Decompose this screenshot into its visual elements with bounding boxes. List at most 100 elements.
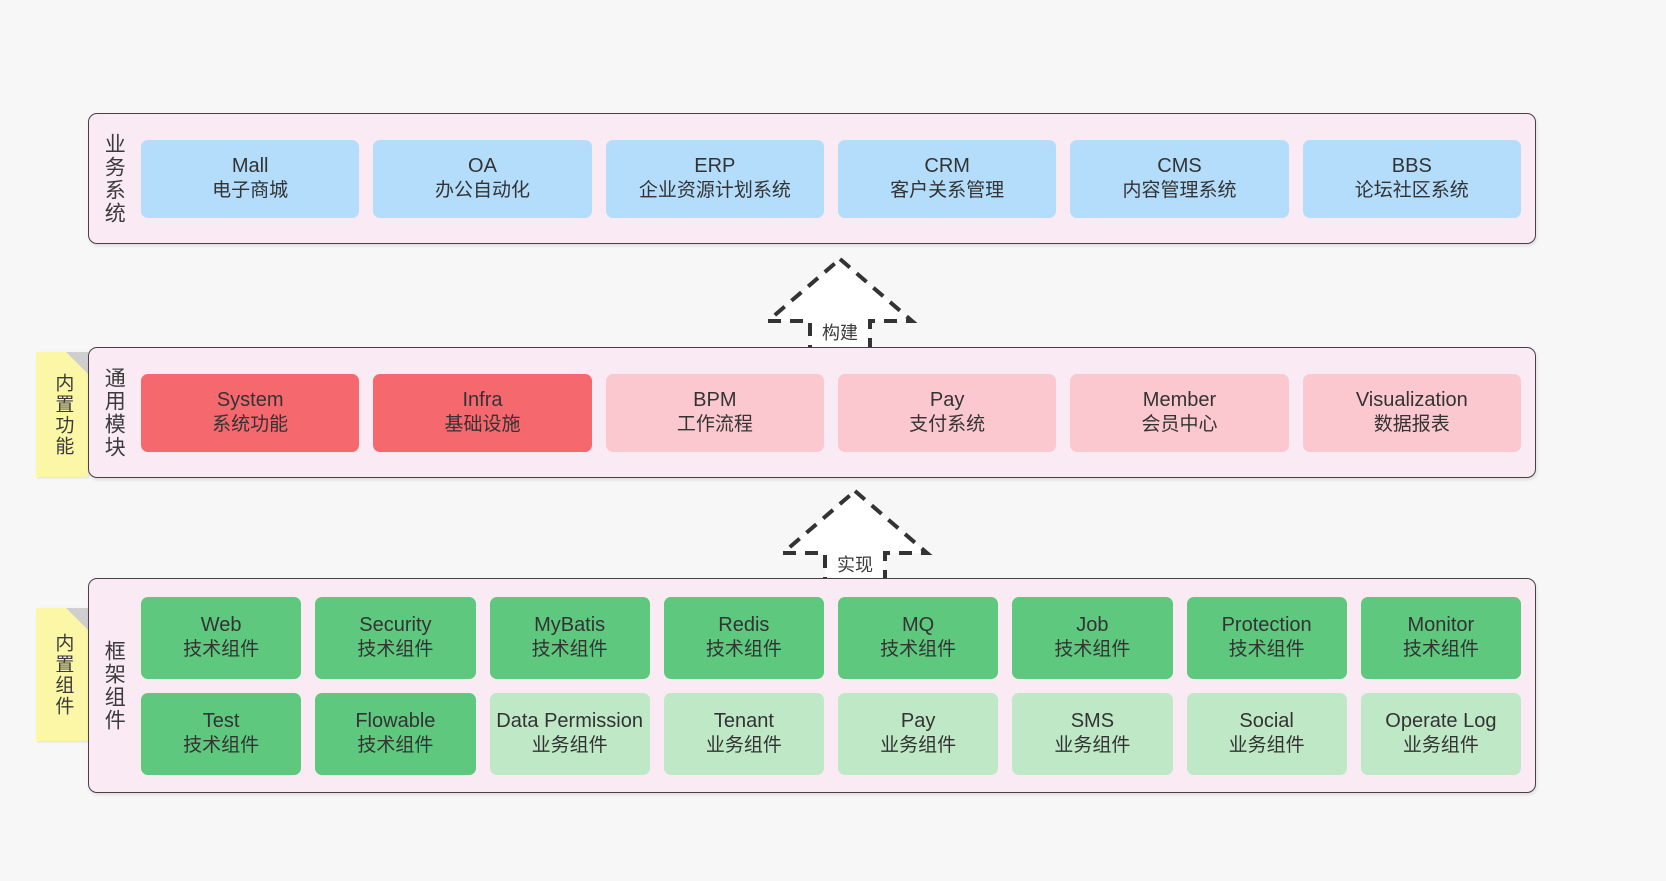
- node-title-en: CRM: [924, 154, 970, 177]
- node-title-cn: 业务组件: [1402, 735, 1479, 757]
- node-title-en: Redis: [718, 613, 770, 636]
- node-redis[interactable]: Redis 技术组件: [663, 596, 824, 679]
- node-row: Test 技术组件 Flowable 技术组件 Data Permission …: [141, 692, 1521, 775]
- node-title-cn: 技术组件: [357, 735, 434, 757]
- node-protection[interactable]: Protection 技术组件: [1186, 596, 1347, 679]
- node-title-en: Pay: [900, 709, 936, 732]
- node-visualization[interactable]: Visualization 数据报表: [1302, 373, 1521, 452]
- node-social[interactable]: Social 业务组件: [1186, 692, 1347, 775]
- node-title-en: Infra: [462, 388, 503, 411]
- node-title-en: Social: [1239, 709, 1294, 732]
- node-title-cn: 数据报表: [1373, 414, 1450, 436]
- node-infra[interactable]: Infra 基础设施: [373, 373, 592, 452]
- arrow-build-icon: [762, 256, 918, 353]
- node-title-en: Pay: [929, 388, 965, 411]
- node-title-cn: 支付系统: [909, 414, 986, 436]
- node-title-en: Mall: [231, 154, 269, 177]
- node-title-cn: 技术组件: [183, 639, 260, 661]
- node-title-en: Data Permission: [496, 709, 643, 732]
- node-title-cn: 技术组件: [1228, 639, 1305, 661]
- sticky-note-builtin-features: 内置功能: [36, 352, 88, 477]
- node-title-en: Monitor: [1407, 613, 1475, 636]
- node-sms[interactable]: SMS 业务组件: [1012, 692, 1173, 775]
- node-title-en: Job: [1076, 613, 1109, 636]
- node-title-cn: 技术组件: [531, 639, 608, 661]
- node-title-cn: 电子商城: [212, 180, 289, 202]
- node-job[interactable]: Job 技术组件: [1012, 596, 1173, 679]
- node-title-cn: 技术组件: [357, 639, 434, 661]
- node-title-en: Protection: [1221, 613, 1312, 636]
- node-erp[interactable]: ERP 企业资源计划系统: [605, 139, 824, 218]
- layer-body-common: System 系统功能 Infra 基础设施 BPM 工作流程 Pay 支付系统…: [137, 348, 1535, 477]
- node-title-cn: 内容管理系统: [1122, 180, 1237, 202]
- node-cms[interactable]: CMS 内容管理系统: [1070, 139, 1289, 218]
- node-row: Mall 电子商城 OA 办公自动化 ERP 企业资源计划系统 CRM 客户关系…: [141, 139, 1521, 218]
- node-title-cn: 业务组件: [705, 735, 782, 757]
- node-member[interactable]: Member 会员中心: [1070, 373, 1289, 452]
- node-title-cn: 工作流程: [676, 414, 753, 436]
- node-security[interactable]: Security 技术组件: [315, 596, 476, 679]
- page-fold-icon: [66, 352, 88, 374]
- node-title-en: Visualization: [1355, 388, 1468, 411]
- node-row: System 系统功能 Infra 基础设施 BPM 工作流程 Pay 支付系统…: [141, 373, 1521, 452]
- node-title-cn: 业务组件: [531, 735, 608, 757]
- node-title-en: Flowable: [355, 709, 436, 732]
- node-oa[interactable]: OA 办公自动化: [373, 139, 592, 218]
- node-row: Web 技术组件 Security 技术组件 MyBatis 技术组件 Redi…: [141, 596, 1521, 679]
- node-title-en: Security: [359, 613, 432, 636]
- node-mall[interactable]: Mall 电子商城: [141, 139, 360, 218]
- node-title-cn: 业务组件: [1054, 735, 1131, 757]
- node-title-cn: 技术组件: [1402, 639, 1479, 661]
- node-flowable[interactable]: Flowable 技术组件: [315, 692, 476, 775]
- node-title-cn: 客户关系管理: [890, 180, 1005, 202]
- node-crm[interactable]: CRM 客户关系管理: [837, 139, 1057, 218]
- node-title-en: MyBatis: [534, 613, 606, 636]
- node-title-cn: 技术组件: [183, 735, 260, 757]
- layer-label-business: 业务系统: [102, 132, 126, 225]
- node-title-en: BPM: [693, 388, 737, 411]
- page-fold-icon: [66, 608, 88, 630]
- node-title-en: Member: [1142, 388, 1217, 411]
- node-title-en: MQ: [902, 613, 935, 636]
- node-title-en: SMS: [1070, 709, 1115, 732]
- node-title-cn: 技术组件: [705, 639, 782, 661]
- node-test[interactable]: Test 技术组件: [141, 692, 302, 775]
- node-title-en: Web: [200, 613, 242, 636]
- node-title-en: Tenant: [713, 709, 774, 732]
- node-title-cn: 系统功能: [212, 414, 289, 436]
- node-operate-log[interactable]: Operate Log 业务组件: [1360, 692, 1521, 775]
- layer-common-modules: 通用模块 System 系统功能 Infra 基础设施 BPM 工作流程 Pay…: [88, 347, 1536, 478]
- layer-label-framework: 框架组件: [102, 639, 126, 732]
- node-title-en: Operate Log: [1385, 709, 1497, 732]
- layer-business-systems: 业务系统 Mall 电子商城 OA 办公自动化 ERP 企业资源计划系统 CRM…: [88, 113, 1536, 244]
- layer-body-business: Mall 电子商城 OA 办公自动化 ERP 企业资源计划系统 CRM 客户关系…: [137, 114, 1535, 243]
- node-monitor[interactable]: Monitor 技术组件: [1360, 596, 1521, 679]
- layer-label-common: 通用模块: [102, 366, 126, 459]
- arrow-build: 构建: [760, 255, 920, 353]
- node-title-cn: 办公自动化: [434, 180, 530, 202]
- node-mybatis[interactable]: MyBatis 技术组件: [489, 596, 650, 679]
- node-pay[interactable]: Pay 支付系统: [837, 373, 1057, 452]
- node-mq[interactable]: MQ 技术组件: [838, 596, 999, 679]
- node-title-cn: 基础设施: [444, 414, 521, 436]
- node-title-cn: 论坛社区系统: [1354, 180, 1469, 202]
- node-tenant[interactable]: Tenant 业务组件: [663, 692, 824, 775]
- node-pay-business[interactable]: Pay 业务组件: [838, 692, 999, 775]
- layer-framework-components: 框架组件 Web 技术组件 Security 技术组件 MyBatis 技术组件…: [88, 578, 1536, 793]
- node-title-cn: 会员中心: [1141, 414, 1218, 436]
- node-title-cn: 技术组件: [1054, 639, 1131, 661]
- node-system[interactable]: System 系统功能: [141, 373, 360, 452]
- node-title-en: BBS: [1391, 154, 1432, 177]
- node-web[interactable]: Web 技术组件: [141, 596, 302, 679]
- node-bpm[interactable]: BPM 工作流程: [605, 373, 824, 452]
- sticky-note-builtin-components: 内置组件: [36, 608, 88, 741]
- node-title-en: OA: [468, 154, 497, 177]
- arrow-implement-icon: [777, 488, 933, 585]
- node-data-permission[interactable]: Data Permission 业务组件: [489, 692, 650, 775]
- node-title-en: ERP: [694, 154, 736, 177]
- node-bbs[interactable]: BBS 论坛社区系统: [1302, 139, 1521, 218]
- node-title-en: Test: [202, 709, 240, 732]
- node-title-en: System: [216, 388, 284, 411]
- layer-body-framework: Web 技术组件 Security 技术组件 MyBatis 技术组件 Redi…: [137, 579, 1535, 792]
- sticky-note-text: 内置功能: [52, 372, 74, 457]
